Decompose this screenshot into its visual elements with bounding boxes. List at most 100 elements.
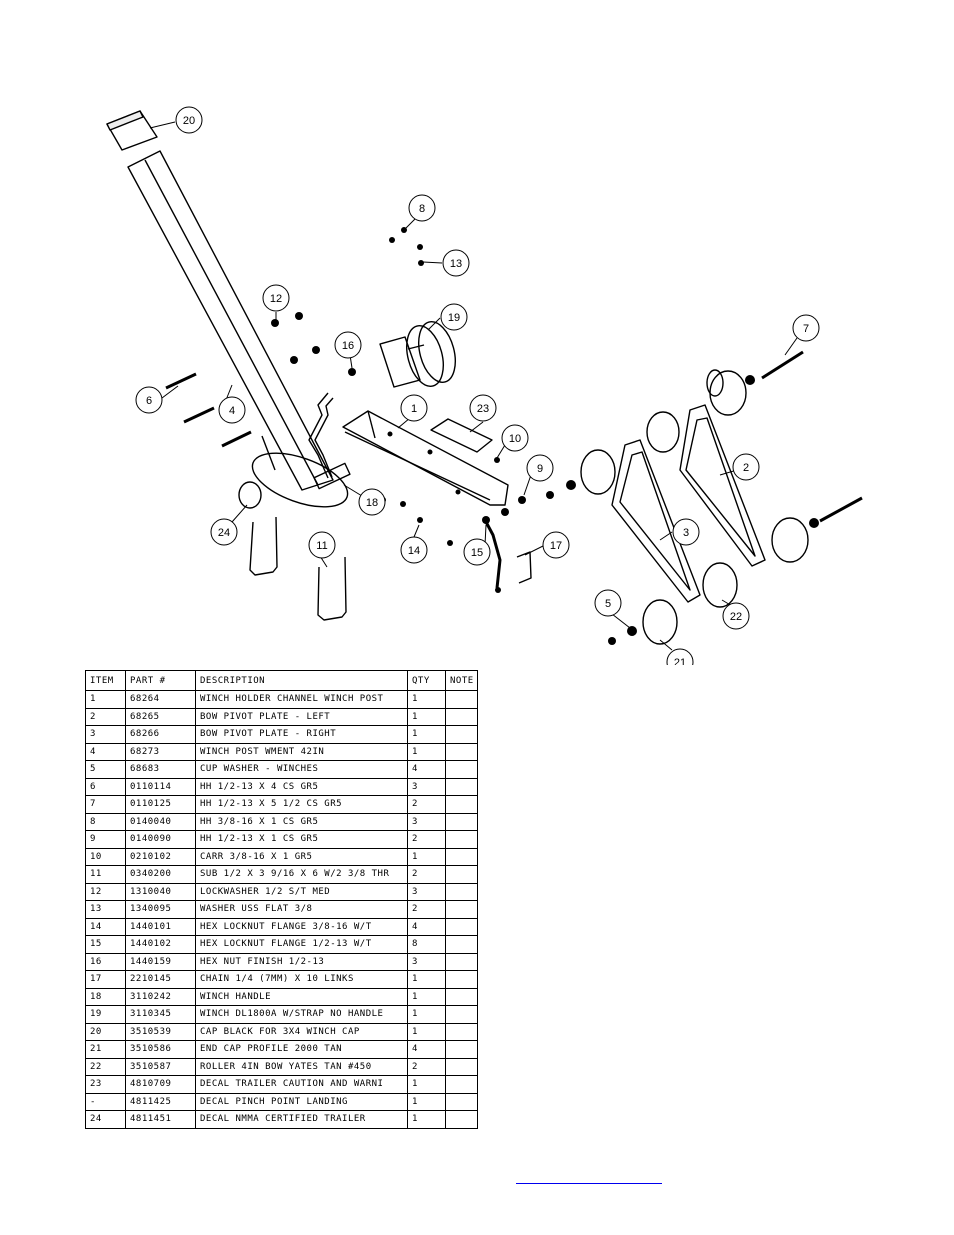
callout-label: 14 [408, 545, 420, 557]
cell-description: DECAL PINCH POINT LANDING [195, 1092, 408, 1111]
cell-description: ROLLER 4IN BOW YATES TAN #450 [195, 1057, 408, 1076]
cell-item: 11 [85, 865, 126, 884]
cell-qty: 1 [407, 987, 446, 1006]
cell-part-number: 0340200 [125, 865, 196, 884]
u-bolts [249, 516, 347, 621]
cell-note [445, 812, 478, 831]
cell-part-number: 3510587 [125, 1057, 196, 1076]
bolt-6-parts [165, 372, 252, 448]
callout-label: 23 [477, 403, 489, 415]
cell-part-number: 3510586 [125, 1040, 196, 1059]
cell-item: 16 [85, 952, 126, 971]
cell-note [445, 847, 478, 866]
cell-qty: 4 [407, 1040, 446, 1059]
header-note: NOTE [445, 670, 478, 691]
cell-item: - [85, 1092, 126, 1111]
cell-item: 10 [85, 847, 126, 866]
cell-qty: 3 [407, 777, 446, 796]
cell-description: WASHER USS FLAT 3/8 [195, 900, 408, 919]
callout-label: 8 [419, 203, 425, 215]
winch-post-part [127, 150, 349, 508]
cell-item: 5 [85, 760, 126, 779]
callout-label: 22 [730, 611, 742, 623]
callout-circle [262, 284, 290, 312]
cell-qty: 1 [407, 1110, 446, 1129]
callout-circle [358, 488, 386, 516]
cell-item: 15 [85, 935, 126, 954]
callout-circle [400, 394, 428, 422]
cell-item: 22 [85, 1057, 126, 1076]
cell-qty: 2 [407, 795, 446, 814]
cell-part-number: 3510539 [125, 1022, 196, 1041]
cell-part-number: 68683 [125, 760, 196, 779]
cell-note [445, 865, 478, 884]
callout-circle [442, 249, 470, 277]
cell-note [445, 777, 478, 796]
cell-description: HEX LOCKNUT FLANGE 1/2-13 W/T [195, 935, 408, 954]
callout-circle [210, 518, 238, 546]
cell-description: WINCH HOLDER CHANNEL WINCH POST [195, 690, 408, 709]
cell-note [445, 882, 478, 901]
callout-circle [526, 454, 554, 482]
cell-qty: 2 [407, 1057, 446, 1076]
cell-item: 19 [85, 1005, 126, 1024]
cell-qty: 2 [407, 900, 446, 919]
cell-part-number: 1440159 [125, 952, 196, 971]
winch-holder-channel-part [342, 410, 509, 506]
chain-part [483, 519, 502, 589]
cell-part-number: 4810709 [125, 1075, 196, 1094]
cell-part-number: 1440101 [125, 917, 196, 936]
cell-part-number: 3110242 [125, 987, 196, 1006]
cell-description: HEX LOCKNUT FLANGE 3/8-16 W/T [195, 917, 408, 936]
cell-note [445, 1110, 478, 1129]
winch-part [379, 321, 456, 388]
callout-label: 4 [229, 405, 235, 417]
cell-item: 6 [85, 777, 126, 796]
cell-qty: 1 [407, 847, 446, 866]
cell-description: CAP BLACK FOR 3X4 WINCH CAP [195, 1022, 408, 1041]
callout-label: 2 [743, 462, 749, 474]
callout-circle [408, 194, 436, 222]
cell-part-number: 1310040 [125, 882, 196, 901]
callout-label: 18 [366, 497, 378, 509]
cell-description: WINCH HANDLE [195, 987, 408, 1006]
cell-description: WINCH DL1800A W/STRAP NO HANDLE [195, 1005, 408, 1024]
cell-item: 1 [85, 690, 126, 709]
callout-circle [732, 453, 760, 481]
callout-label: 3 [683, 527, 689, 539]
cell-item: 21 [85, 1040, 126, 1059]
bow-pivot-plates [611, 404, 766, 603]
cell-part-number: 0140040 [125, 812, 196, 831]
cell-note [445, 1075, 478, 1094]
cell-part-number: 68266 [125, 725, 196, 744]
cell-description: HH 3/8-16 X 1 CS GR5 [195, 812, 408, 831]
cell-item: 18 [85, 987, 126, 1006]
callout-circle [440, 303, 468, 331]
cell-item: 8 [85, 812, 126, 831]
header-qty: QTY [407, 670, 446, 691]
cell-item: 12 [85, 882, 126, 901]
cell-qty: 1 [407, 1022, 446, 1041]
header-item: ITEM [85, 670, 126, 691]
callout-label: 1 [411, 403, 417, 415]
callout-circle [666, 648, 694, 665]
header-part-number: PART # [125, 670, 196, 691]
cell-description: BOW PIVOT PLATE - RIGHT [195, 725, 408, 744]
cell-part-number: 4811451 [125, 1110, 196, 1129]
cell-note [445, 1092, 478, 1111]
page-link[interactable] [516, 1170, 662, 1184]
callout-label: 7 [803, 323, 809, 335]
callout-circle [463, 538, 491, 566]
callout-circle [542, 531, 570, 559]
callout-label: 19 [448, 312, 460, 324]
